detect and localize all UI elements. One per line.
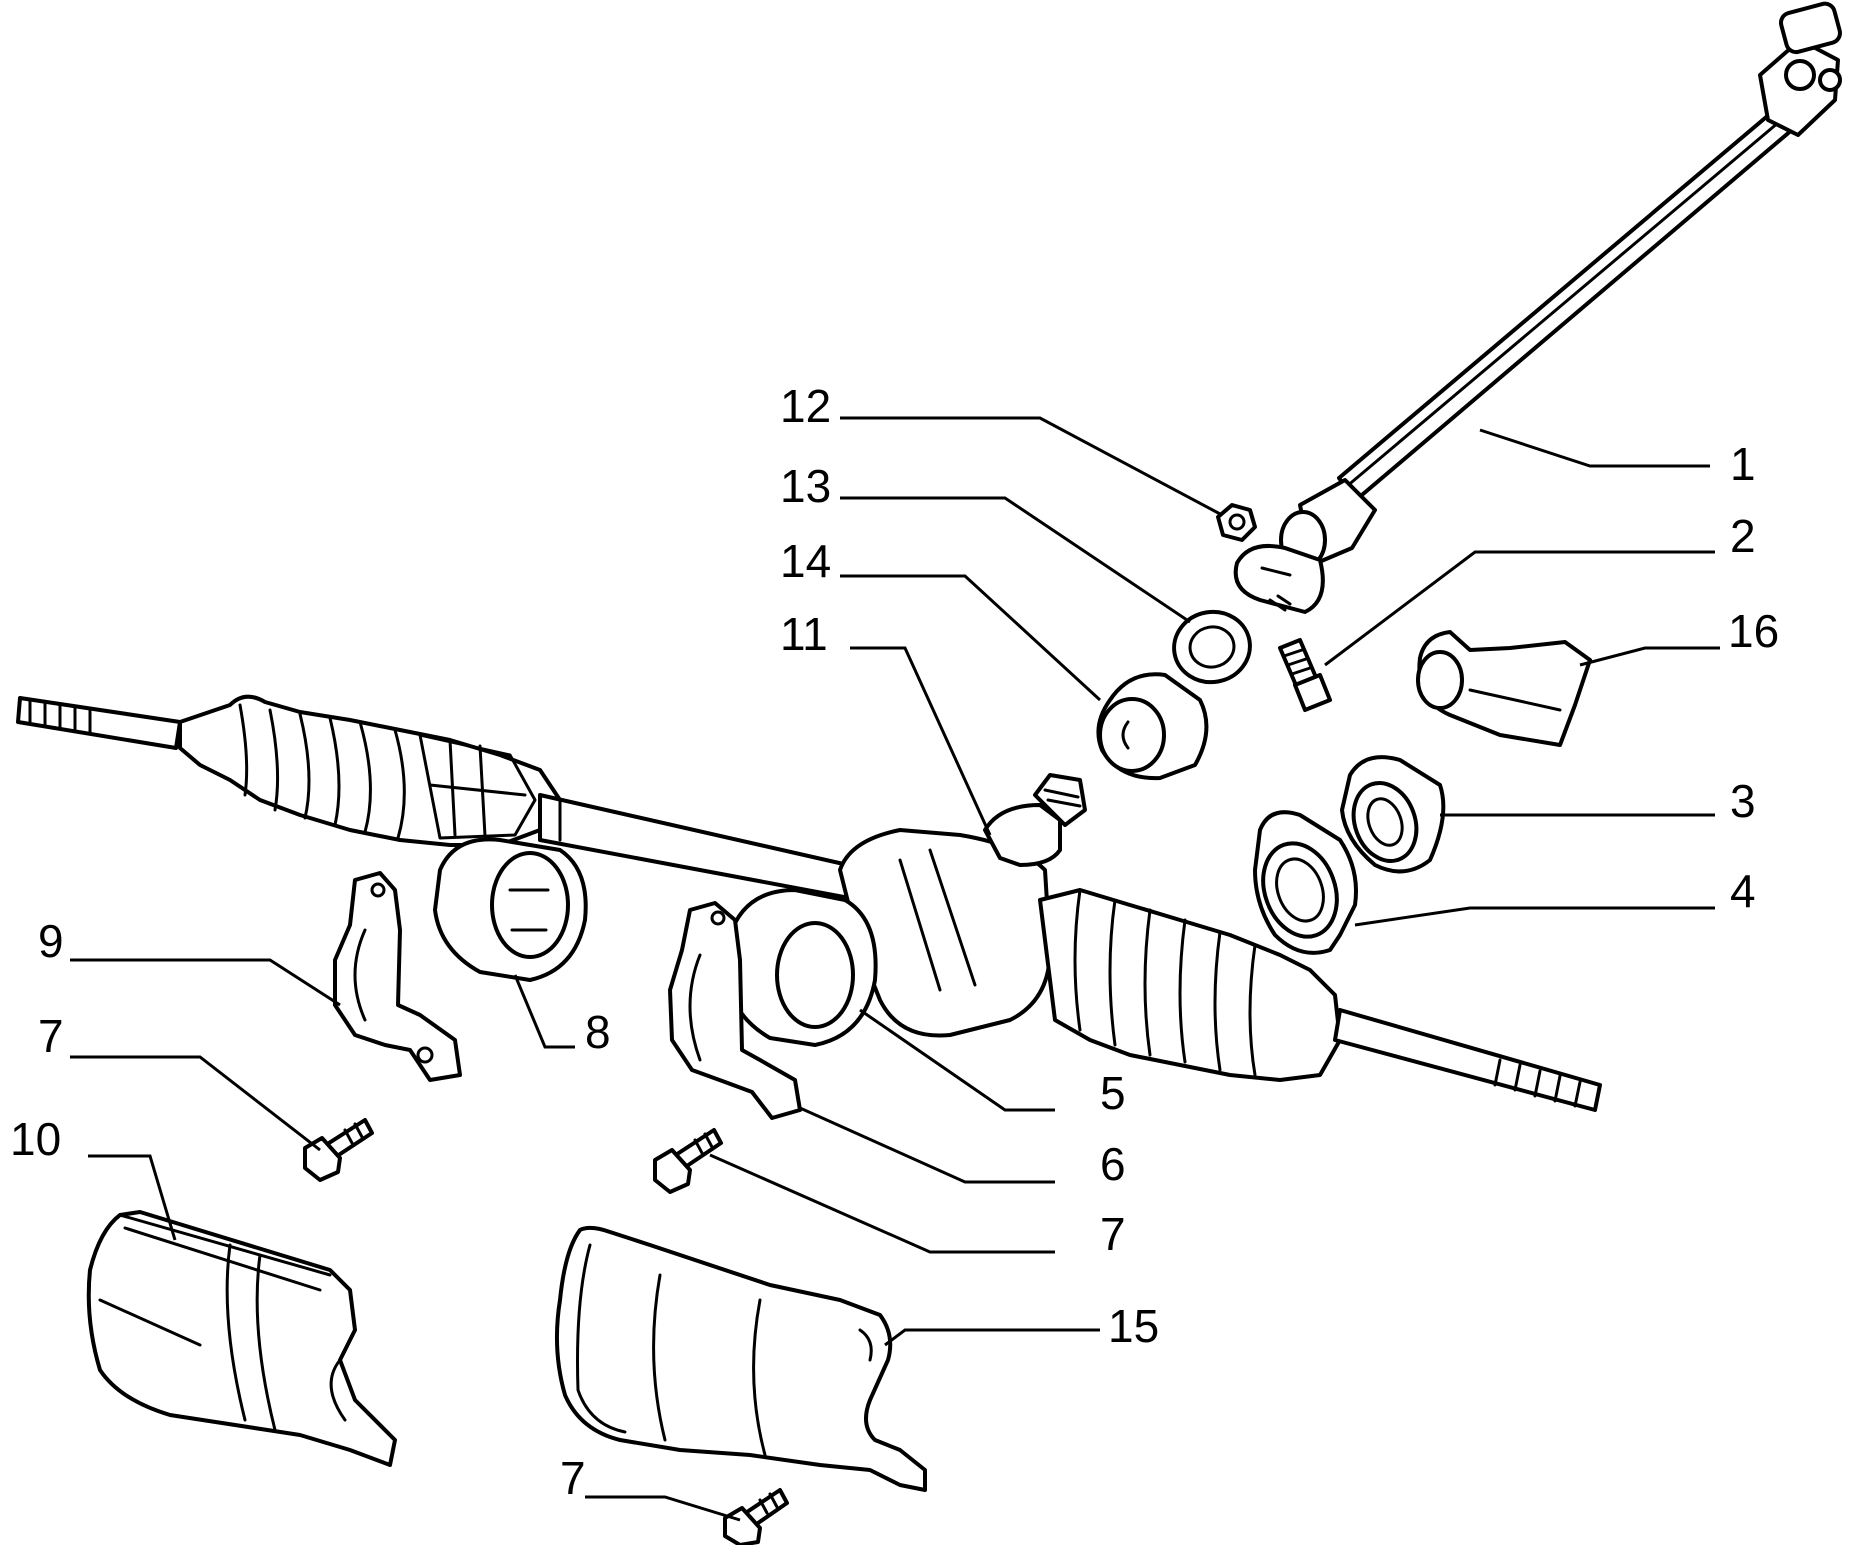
callout-3: 3 <box>1730 775 1756 827</box>
leader-8 <box>513 974 575 1049</box>
leader-13 <box>840 496 1191 624</box>
rack-mount-bush-right <box>723 888 878 1047</box>
bolt-7-center <box>653 1128 723 1194</box>
pinion-bushing <box>1096 672 1209 781</box>
callout-1: 1 <box>1730 438 1756 490</box>
callout-7c: 7 <box>560 1452 586 1504</box>
leader-1 <box>1479 428 1710 468</box>
pinch-bolt <box>1278 638 1332 712</box>
callout-14: 14 <box>780 535 831 587</box>
callout-15: 15 <box>1108 1300 1159 1352</box>
callout-8: 8 <box>585 1006 611 1058</box>
leader-9 <box>70 958 341 1007</box>
callout-10: 10 <box>10 1113 61 1165</box>
leader-6 <box>799 1106 1055 1184</box>
flanged-bush <box>1253 810 1358 955</box>
callout-labels: 1 2 16 3 4 12 13 14 11 9 8 7 5 10 6 7 15… <box>10 380 1779 1504</box>
bolt-7-left <box>303 1118 374 1182</box>
callout-5: 5 <box>1100 1067 1126 1119</box>
callout-6: 6 <box>1100 1138 1126 1190</box>
leader-lines <box>70 416 1720 1522</box>
heat-shield-left <box>86 1210 397 1467</box>
leader-15 <box>884 1328 1100 1347</box>
callout-9: 9 <box>38 915 64 967</box>
washer <box>1172 609 1252 685</box>
leader-7c <box>585 1495 741 1522</box>
callout-13: 13 <box>780 460 831 512</box>
rack-bracket-right <box>668 901 802 1120</box>
leader-5 <box>859 1008 1055 1112</box>
callout-7a: 7 <box>38 1010 64 1062</box>
nut <box>1216 503 1257 542</box>
rack-bracket-left <box>333 871 462 1082</box>
retaining-clip <box>1416 630 1592 747</box>
callout-2: 2 <box>1730 510 1756 562</box>
callout-4: 4 <box>1730 865 1756 917</box>
callout-7b: 7 <box>1100 1208 1126 1260</box>
callout-11: 11 <box>780 608 828 660</box>
mounting-bush <box>1340 755 1446 874</box>
steering-shaft <box>1233 1 1842 614</box>
leader-7a <box>70 1055 321 1152</box>
leader-2 <box>1324 550 1715 667</box>
leader-14 <box>840 574 1102 702</box>
rack-mount-bush-left <box>433 837 588 982</box>
callout-16: 16 <box>1728 605 1779 657</box>
callout-12: 12 <box>780 380 831 432</box>
heat-shield-center <box>554 1225 927 1492</box>
leader-16 <box>1579 646 1720 667</box>
steering-rack-assembly <box>16 694 1602 1112</box>
leader-11 <box>850 646 992 836</box>
leader-7b <box>709 1153 1055 1254</box>
leader-10 <box>88 1154 177 1241</box>
leader-4 <box>1354 906 1715 927</box>
leader-12 <box>840 416 1223 517</box>
